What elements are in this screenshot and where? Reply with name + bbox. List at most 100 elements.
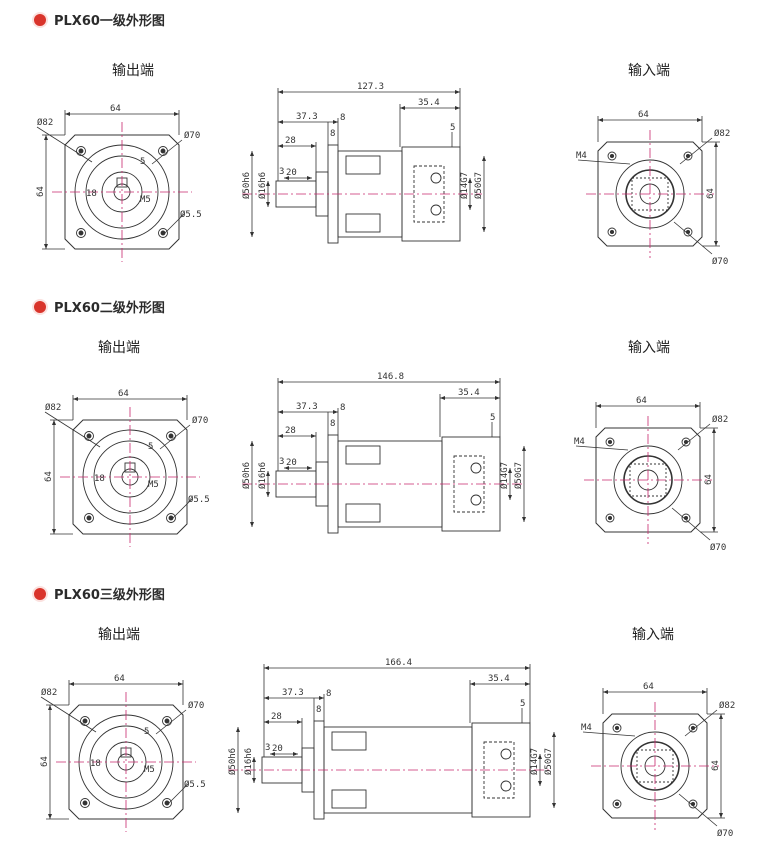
mount-hole	[683, 227, 693, 237]
mount-hole	[612, 799, 622, 809]
diameter-82-label: Ø82	[37, 117, 53, 128]
key-20-label: 20	[286, 168, 297, 178]
flange-8-label: 8	[326, 689, 331, 699]
mount-hole	[76, 228, 86, 238]
arrow-head	[468, 205, 472, 210]
line	[159, 424, 191, 450]
height-64-label: 64	[706, 188, 716, 199]
key-width-label: 5	[140, 157, 145, 167]
clamp-screw	[430, 172, 442, 184]
mount-hole	[605, 513, 615, 523]
line	[163, 213, 185, 235]
arrow-head	[264, 696, 269, 700]
arrow-head	[719, 813, 723, 818]
hole-55-label: Ø5.5	[188, 494, 210, 505]
arrow-head	[702, 690, 707, 694]
length-373-label: 37.3	[296, 112, 318, 122]
arrow-head	[714, 241, 718, 246]
length-373-label: 37.3	[282, 688, 304, 698]
housing-circle	[85, 155, 159, 229]
spigot-5-label: 5	[450, 123, 455, 133]
chamfer-3-label: 3	[279, 167, 284, 177]
arrow-head	[525, 682, 530, 686]
diameter-70-label: Ø70	[717, 828, 733, 839]
arrow-head	[284, 466, 289, 470]
arrow-head	[482, 227, 486, 232]
flange-8-label: 8	[340, 113, 345, 123]
arrow-head	[278, 120, 283, 124]
diameter-50h6-label: Ø50h6	[241, 462, 252, 489]
width-64-label: 64	[636, 396, 647, 406]
line	[678, 793, 718, 827]
arrow-head	[508, 495, 512, 500]
diameter-70-label: Ø70	[184, 130, 200, 141]
width-64-label: 64	[638, 110, 649, 120]
arrow-head	[311, 434, 316, 438]
arrow-head	[278, 410, 283, 414]
length-373-label: 37.3	[296, 402, 318, 412]
arrow-head	[522, 446, 526, 451]
mount-hole-inner	[168, 515, 174, 521]
mount-hole	[688, 723, 698, 733]
arrow-head	[250, 151, 254, 156]
arrow-head	[252, 778, 256, 783]
collar-8-label: 8	[330, 129, 335, 139]
diameter-82-label: Ø82	[714, 128, 730, 139]
width-64-label: 64	[118, 389, 129, 399]
housing-circle	[89, 725, 163, 799]
mount-hole-inner	[86, 515, 92, 521]
clamp-screw	[470, 494, 482, 506]
line	[673, 221, 713, 255]
arrow-head	[714, 142, 718, 147]
mount-hole-inner	[160, 230, 166, 236]
chamfer-3-label: 3	[279, 457, 284, 467]
width-64-label: 64	[114, 674, 125, 684]
arrow-head	[236, 808, 240, 813]
arrow-head	[44, 135, 48, 140]
section-title-row: PLX60三级外形图	[34, 584, 165, 603]
arrow-head	[69, 682, 74, 686]
arrow-head	[266, 202, 270, 207]
mount-hole	[681, 437, 691, 447]
spigot-5-label: 5	[490, 413, 495, 423]
line	[577, 159, 631, 165]
total-length-label: 146.8	[377, 372, 404, 382]
arrow-head	[48, 814, 52, 819]
arrow-head	[278, 90, 283, 94]
thread-m5-label: M5	[140, 195, 151, 205]
arrow-head	[178, 682, 183, 686]
line	[684, 709, 718, 737]
arrow-head	[297, 720, 302, 724]
mount-hole-inner	[607, 515, 613, 521]
diameter-82-label: Ø82	[41, 687, 57, 698]
diameter-14g7-label: Ø14G7	[499, 462, 510, 489]
length-354-label: 35.4	[488, 674, 510, 684]
mount-hole	[683, 151, 693, 161]
arrow-head	[266, 181, 270, 186]
arrow-head	[73, 397, 78, 401]
width-64-label: 64	[110, 104, 121, 114]
housing-slot	[345, 155, 381, 175]
thread-m4-label: M4	[576, 151, 587, 161]
housing-circle	[93, 440, 167, 514]
diameter-14g7-label: Ø14G7	[459, 172, 470, 199]
mount-hole-inner	[78, 230, 84, 236]
length-354-label: 35.4	[418, 98, 440, 108]
mount-hole	[688, 799, 698, 809]
diameter-50g7-label: Ø50G7	[473, 172, 484, 199]
arrow-head	[307, 176, 312, 180]
shaft-18-label: 18	[94, 474, 105, 484]
clamp-screw	[500, 780, 512, 792]
mount-hole	[607, 227, 617, 237]
arrow-head	[719, 714, 723, 719]
spigot-5-label: 5	[520, 699, 525, 709]
arrow-head	[522, 517, 526, 522]
diameter-82-label: Ø82	[719, 700, 735, 711]
length-28-label: 28	[285, 136, 296, 146]
arrow-head	[508, 468, 512, 473]
arrow-head	[266, 492, 270, 497]
arrow-head	[293, 752, 298, 756]
